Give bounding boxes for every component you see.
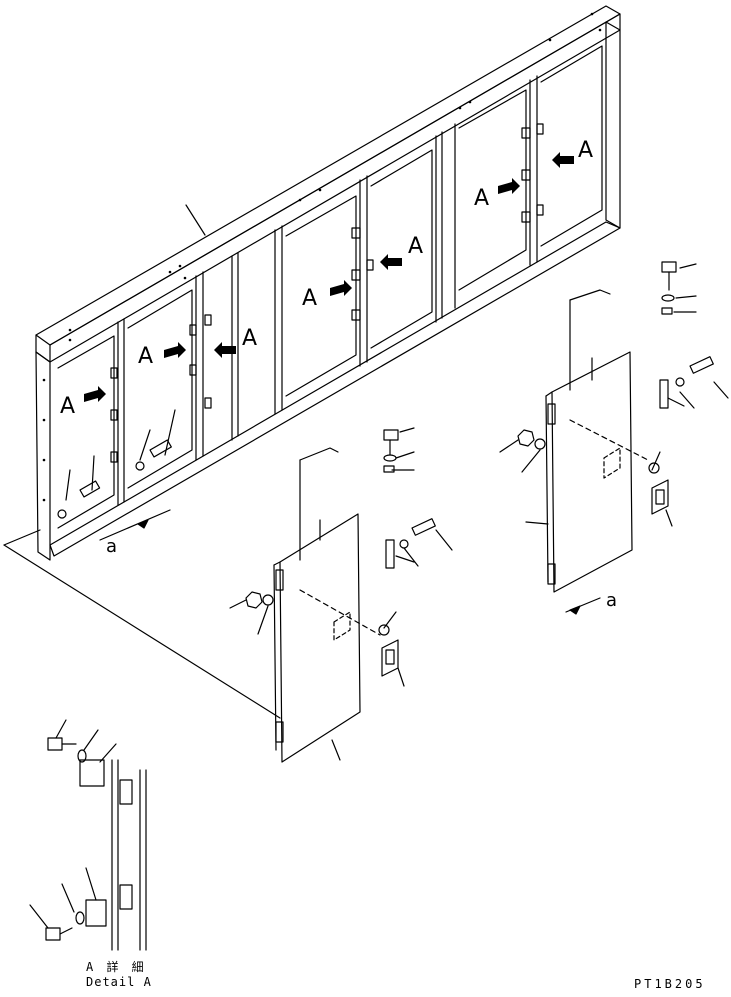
direction-line-frame — [3, 509, 281, 719]
frame-assembly — [35, 5, 621, 561]
view-label-a-3: A — [242, 326, 258, 351]
view-label-a-5: A — [408, 234, 424, 259]
right-door — [499, 261, 729, 615]
view-label-a-6: A — [474, 186, 490, 211]
view-label-a-2: A — [138, 344, 154, 369]
detail-caption-en: Detail A — [86, 975, 152, 989]
view-label-a-7: A — [578, 138, 594, 163]
view-label-a-4: A — [302, 286, 318, 311]
detail-a — [29, 719, 147, 951]
detail-caption-jp: A 詳 細 — [86, 960, 147, 974]
view-arrows — [84, 152, 574, 402]
view-label-a-1: A — [60, 394, 76, 419]
direction-label-a-door: a — [606, 590, 618, 611]
drawing-number: PT1B205 — [634, 977, 706, 991]
center-door — [229, 427, 453, 763]
direction-label-a-frame: a — [106, 536, 118, 557]
